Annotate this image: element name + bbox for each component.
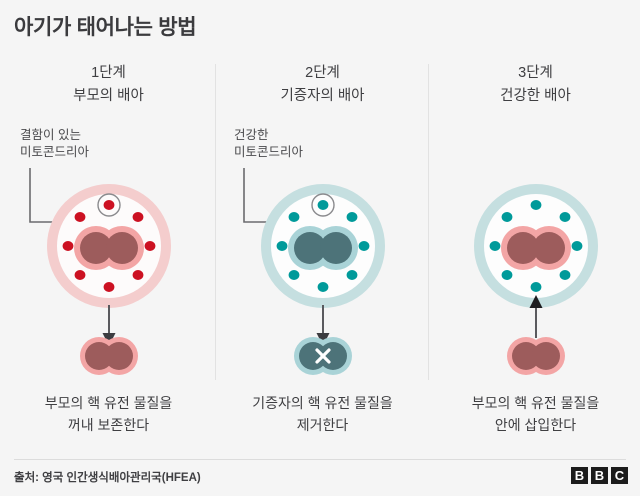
- arrow-down-2: [316, 305, 329, 346]
- source-attribution: 출처: 영국 인간생식배아관리국(HFEA): [14, 472, 201, 484]
- callout-line-2b: 미토콘드리아: [234, 145, 304, 159]
- caption-line-3a: 부모의 핵 유전 물질을: [471, 395, 600, 411]
- bbc-logo: B B C: [571, 467, 628, 484]
- footer-divider: [14, 459, 626, 460]
- discard-x-icon: [314, 348, 331, 364]
- step-caption-2: 기증자의 핵 유전 물질을 제거한다: [216, 392, 429, 436]
- page-title: 아기가 태어나는 방법: [14, 16, 197, 39]
- extracted-nucleus-parent-1: [78, 336, 140, 376]
- inserted-nucleus-parent-3: [505, 336, 567, 376]
- step-number-1: 1단계: [91, 65, 126, 81]
- extracted-nucleus-donor-2: [292, 336, 354, 376]
- callout-label-1: 결함이 있는 미토콘드리아: [20, 127, 89, 161]
- caption-line-2a: 기증자의 핵 유전 물질을: [252, 395, 393, 411]
- step-column-1: 1단계 부모의 배아 결함이 있는 미토콘드리아: [2, 0, 215, 496]
- arrow-down-1: [102, 305, 115, 346]
- caption-line-3b: 안에 삽입한다: [494, 417, 577, 433]
- callout-label-2: 건강한 미토콘드리아: [234, 127, 303, 161]
- column-divider-2: [428, 64, 429, 380]
- bbc-logo-letter-3: C: [611, 467, 628, 484]
- callout-line-2a: 건강한: [234, 128, 269, 142]
- bbc-logo-letter-2: B: [591, 467, 608, 484]
- step-subject-2: 기증자의 배아: [280, 88, 365, 104]
- step-number-3: 3단계: [518, 65, 553, 81]
- column-divider-1: [215, 64, 216, 380]
- step-subject-3: 건강한 배아: [500, 88, 571, 104]
- callout-line-1b: 미토콘드리아: [20, 145, 90, 159]
- step-caption-1: 부모의 핵 유전 물질을 꺼내 보존한다: [2, 392, 215, 436]
- caption-line-1a: 부모의 핵 유전 물질을: [44, 395, 173, 411]
- step-subject-1: 부모의 배아: [73, 88, 144, 104]
- step-heading-1: 1단계 부모의 배아: [2, 62, 215, 108]
- caption-line-2b: 제거한다: [296, 417, 349, 433]
- step-column-3: 3단계 건강한 배아: [429, 0, 640, 496]
- embryo-parent: [46, 183, 172, 309]
- embryo-donor: [260, 183, 386, 309]
- callout-line-1a: 결함이 있는: [20, 128, 81, 142]
- embryo-combined: [473, 183, 599, 309]
- bbc-logo-letter-1: B: [571, 467, 588, 484]
- step-number-2: 2단계: [305, 65, 340, 81]
- arrow-up-3: [529, 295, 542, 338]
- step-column-2: 2단계 기증자의 배아 건강한 미토콘드리아: [216, 0, 429, 496]
- step-caption-3: 부모의 핵 유전 물질을 안에 삽입한다: [429, 392, 640, 436]
- step-heading-3: 3단계 건강한 배아: [429, 62, 640, 108]
- step-heading-2: 2단계 기증자의 배아: [216, 62, 429, 108]
- caption-line-1b: 꺼내 보존한다: [67, 417, 150, 433]
